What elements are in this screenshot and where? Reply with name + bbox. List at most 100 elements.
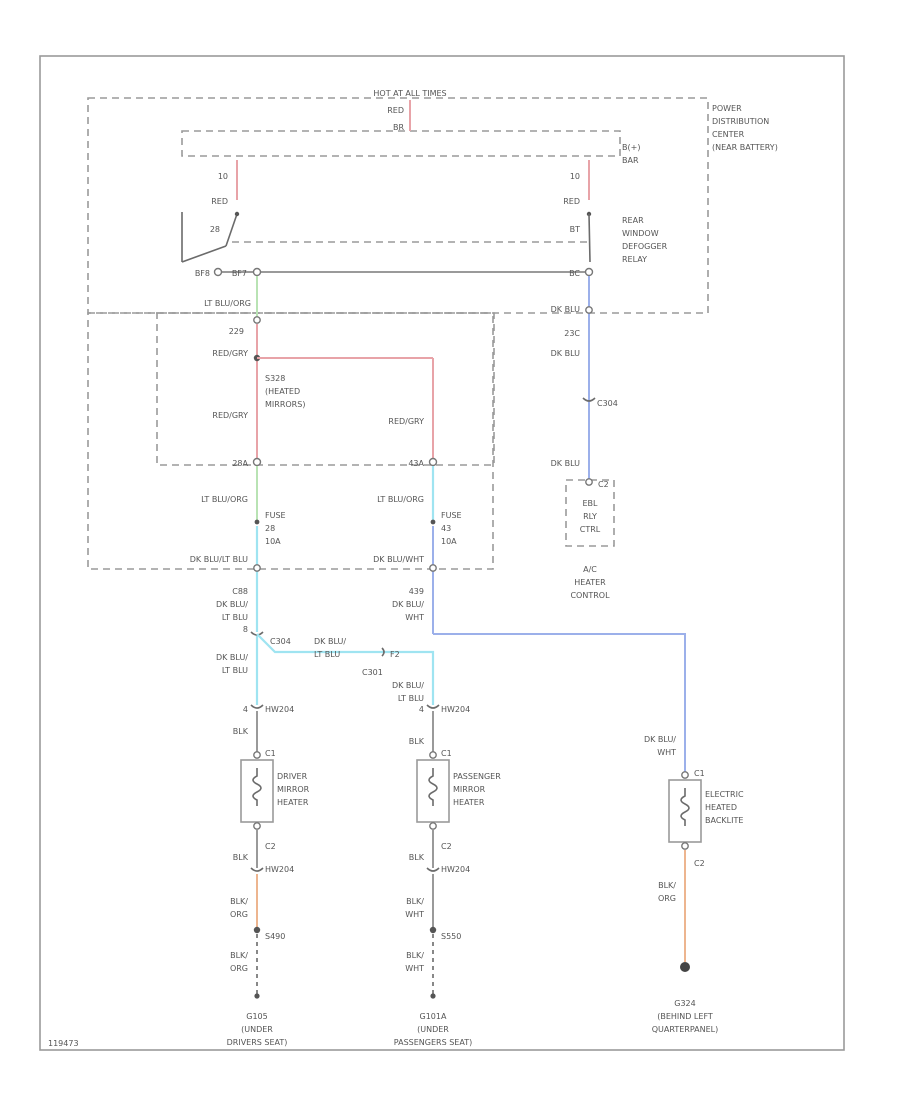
label-rl-pin-out: BF7 [232,269,247,278]
label-rb-wire-c: DK BLU [551,459,580,468]
label-ac-box-3: CTRL [580,525,601,534]
figure-id: 119473 [48,1039,79,1048]
label-splice-2: (HEATED [265,387,300,396]
label-pm-wire-ground1: BLK/ [406,951,424,960]
label-mb-fuse-3: 10A [441,537,457,546]
label-rl-pin-top: 10 [218,172,228,181]
label-dm-ground-2: (UNDER [241,1025,273,1034]
label-rb-pin-a: 23C [564,329,580,338]
label-pm-wire-lower2: WHT [405,910,424,919]
label-lb-wire-out: LT BLU/ORG [204,299,251,308]
passenger-mirror-heater [416,759,450,823]
label-dm-wire-lower1: BLK/ [230,897,248,906]
label-ac-name-1: A/C [583,565,597,574]
label-rr-switch: BT [570,225,580,234]
label-bl-wire-top1: DK BLU/ [644,735,676,744]
label-pm-name-3: HEATER [453,798,485,807]
label-jn-pin: 8 [243,625,248,634]
label-dm-name-3: HEATER [277,798,309,807]
label-jn-connector: C304 [270,637,291,646]
label-bl-c2: C2 [694,859,705,868]
label-bl-ground-1: G324 [674,999,695,1008]
label-bl-ground-2: (BEHIND LEFT [657,1012,713,1021]
label-pdc-2: DISTRIBUTION [712,117,769,126]
label-rr-pin-out: BC [569,269,580,278]
label-lb-fuse-1: FUSE [265,511,286,520]
label-mb-wire-b: LT BLU/ORG [377,495,424,504]
heater-element-icon [252,768,262,806]
label-pm-c1: C1 [441,749,452,758]
label-relay-3: DEFOGGER [622,242,668,251]
label-dm-name-2: MIRROR [277,785,310,794]
label-pm-wire-top: BLK [409,737,425,746]
label-dm-c1: C1 [265,749,276,758]
label-jn-wire-right2: LT BLU [314,650,340,659]
label-hot-at-all-times: HOT AT ALL TIMES [373,89,446,98]
label-lb-pin-b: 28A [232,459,248,468]
label-mb-wire-c: DK BLU/WHT [373,555,424,564]
label-rl-wire: RED [211,197,228,206]
fuse-lower-box [87,312,494,570]
label-rb-wire-a: DK BLU [551,305,580,314]
label-bl-c1: C1 [694,769,705,778]
label-bus-2: BAR [622,156,639,165]
label-pm-name-2: MIRROR [453,785,486,794]
label-dm-name-1: DRIVER [277,772,308,781]
label-lb-fuse-3: 10A [265,537,281,546]
connector-f2 [381,647,385,657]
label-bl-wire-top2: WHT [657,748,676,757]
diagram-frame [39,55,845,1051]
label-lb-pin-d: C88 [232,587,248,596]
label-pm-conn-bot: HW204 [441,865,470,874]
label-lb-wire-c: LT BLU/ORG [201,495,248,504]
label-ac-box-1: EBL [583,499,599,508]
label-dm-wire-ground1: BLK/ [230,951,248,960]
wire-junction-cross [256,633,435,705]
label-dm-wire-ground2: ORG [230,964,248,973]
label-top-wire: RED [387,106,404,115]
label-rr-wire: RED [563,197,580,206]
label-dm-pin-top: 4 [243,705,248,714]
label-jn-wire-left1: DK BLU/ [216,653,248,662]
label-relay-4: RELAY [622,255,647,264]
label-dm-ground-1: G105 [246,1012,267,1021]
label-lb-wire-a: RED/GRY [212,349,248,358]
label-mb-fuse-1: FUSE [441,511,462,520]
ground-g105 [254,993,260,999]
label-ac-name-2: HEATER [574,578,606,587]
label-rb-wire-b: DK BLU [551,349,580,358]
label-dm-wire-top: BLK [233,727,249,736]
label-mb-pin-c: 439 [409,587,424,596]
label-pm-conn-top: HW204 [441,705,470,714]
label-jn-pin-right: F2 [390,650,400,659]
label-jn-wire-down1: DK BLU/ [392,681,424,690]
label-dm-conn-bot: HW204 [265,865,294,874]
label-top-pin: BR [393,123,404,132]
label-pm-wire-bot: BLK [409,853,425,862]
label-rr-pin-top: 10 [570,172,580,181]
label-jn-connector-b: C301 [362,668,383,677]
heater-element-icon [680,788,690,826]
label-dm-wire-lower2: ORG [230,910,248,919]
label-relay-2: WINDOW [622,229,659,238]
label-pm-ground-2: (UNDER [417,1025,449,1034]
label-bl-name-1: ELECTRIC [705,790,744,799]
label-pdc-4: (NEAR BATTERY) [712,143,778,152]
label-rl-switch: 28 [210,225,220,234]
label-pm-ground-3: PASSENGERS SEAT) [394,1038,472,1047]
label-dm-c2: C2 [265,842,276,851]
label-bl-name-2: HEATED [705,803,737,812]
label-mb-pin-a: 43A [408,459,424,468]
label-pm-ground-1: G101A [420,1012,447,1021]
ground-g324 [680,962,690,972]
label-lb-wire-e1: DK BLU/ [216,600,248,609]
label-splice-3: MIRRORS) [265,400,305,409]
label-jn-wire-down2: LT BLU [398,694,424,703]
splice-s550 [429,926,437,934]
electric-heated-backlite [668,779,702,843]
label-mb-wire-d1: DK BLU/ [392,600,424,609]
label-lb-wire-d: DK BLU/LT BLU [190,555,248,564]
label-pm-wire-lower1: BLK/ [406,897,424,906]
label-bus-1: B(+) [622,143,640,152]
